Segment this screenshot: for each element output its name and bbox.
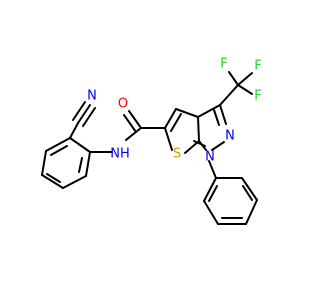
bond-carbonyl-o-a <box>128 110 142 129</box>
bond-ar4 <box>41 174 64 189</box>
atom-o-amide: O <box>118 97 128 112</box>
bond-nitrile-triple-b <box>82 107 96 127</box>
atom-nh-amide: NH <box>110 147 130 162</box>
bond-pz1 <box>197 104 221 118</box>
bond-pz3 <box>211 141 225 151</box>
bond-nitrile-triple-a <box>72 101 86 121</box>
bond-pz2-double <box>213 109 220 126</box>
bond-th1-double <box>170 113 182 132</box>
bond-pz4-double <box>193 140 206 147</box>
bond-cf3-c <box>219 84 239 106</box>
atom-n-pyrazole-2: N <box>225 129 235 144</box>
bond-ar-inner-c <box>50 145 68 156</box>
bond-ring-to-nitrile <box>69 122 79 139</box>
bond-n-to-phenyl <box>208 160 217 179</box>
atom-n-nitrile: N <box>87 89 97 104</box>
bond-nh-to-carbonyl <box>125 127 142 141</box>
bond-ar-inner-a <box>78 157 83 173</box>
bond-ph3 <box>245 199 258 225</box>
bond-ar1 <box>69 137 91 153</box>
atom-n-pyrazole-1: N <box>205 150 215 165</box>
bond-ph-inner-a <box>242 185 253 201</box>
bond-cf3-f3 <box>237 84 253 95</box>
bond-th1 <box>164 108 177 129</box>
bond-ph5 <box>203 200 219 225</box>
bond-ar5 <box>41 150 47 176</box>
bond-ph6 <box>203 177 217 202</box>
bond-ar6 <box>45 137 71 152</box>
bond-th5 <box>164 127 173 151</box>
bond-nitrile-c <box>77 104 91 124</box>
molecule-drawing: N O NH S N N F F F <box>41 57 262 225</box>
bond-ph-inner-c <box>208 185 218 202</box>
bond-ar2 <box>85 151 91 177</box>
bond-th3 <box>197 116 200 142</box>
bond-carbonyl-o-b <box>123 114 137 133</box>
atom-label-layer: N O NH S N N F F F <box>87 57 262 165</box>
bond-ph2 <box>241 177 258 201</box>
structure-canvas: N O NH S N N F F F <box>41 57 262 225</box>
bond-layer <box>41 71 258 225</box>
bond-pz2 <box>219 104 227 125</box>
bond-th2 <box>175 108 199 118</box>
bond-cf3-f1 <box>228 71 239 86</box>
atom-f-3: F <box>254 89 261 104</box>
bond-ar-inner-b <box>46 173 61 183</box>
atom-f-1: F <box>220 57 227 72</box>
bond-cf3-f2 <box>237 72 253 86</box>
atom-f-2: F <box>254 59 261 74</box>
bond-ar3 <box>62 175 87 189</box>
atom-s-thiophene: S <box>173 147 181 162</box>
